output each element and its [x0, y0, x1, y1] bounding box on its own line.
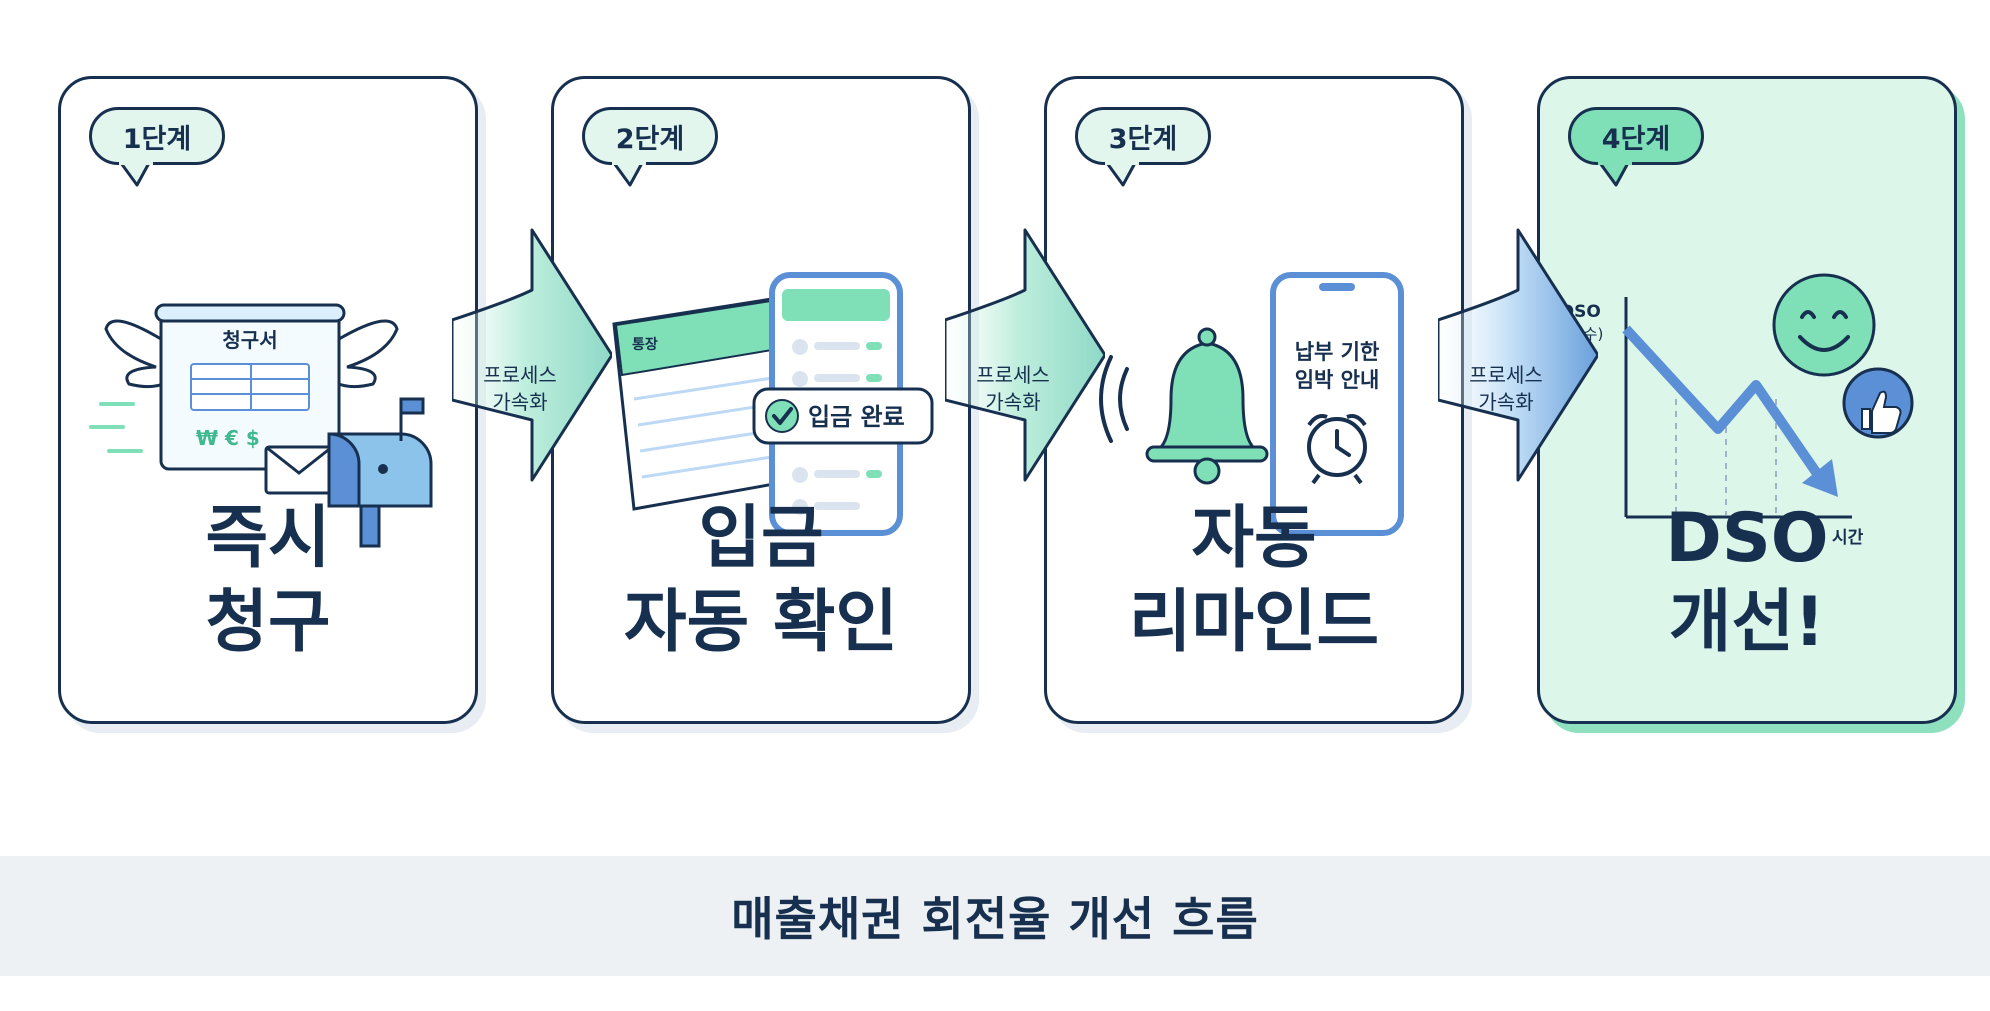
- process-arrow-1: [452, 228, 612, 482]
- chart-xlabel: 시간: [1832, 528, 1864, 548]
- process-arrow-3: [1438, 228, 1598, 482]
- reminder-text-line1: 납부 기한: [1295, 340, 1380, 364]
- process-arrow-label-line1: 프로세스: [976, 363, 1050, 387]
- stage-badge: 3단계: [1075, 107, 1211, 165]
- currency-symbols: ₩ € $: [196, 426, 260, 450]
- check-icon: [765, 399, 799, 433]
- speech-bubble-tail: [119, 161, 153, 187]
- process-arrow-label: 프로세스 가속화: [1446, 362, 1566, 416]
- payment-complete-notification: 입금 완료: [752, 387, 934, 445]
- thumbs-up-icon: [1842, 367, 1914, 439]
- process-arrow-label: 프로세스 가속화: [953, 362, 1073, 416]
- stage-card-3: 3단계 납부 기한: [1044, 76, 1464, 724]
- bankbook-label: 통장: [632, 336, 658, 353]
- process-arrow-label-line2: 가속화: [985, 390, 1041, 414]
- stage-title-line1: DSO: [1665, 499, 1829, 578]
- payment-check-illustration: 통장: [612, 272, 934, 536]
- stage-badge: 4단계: [1568, 107, 1704, 165]
- process-arrow-label-line1: 프로세스: [483, 363, 557, 387]
- alarm-clock-icon: [1307, 414, 1367, 485]
- stage-title-line2: 자동 확인: [624, 583, 898, 662]
- stage-title: 입금 자동 확인: [554, 497, 968, 665]
- process-arrow-label-line1: 프로세스: [1469, 363, 1543, 387]
- decreasing-chart-icon: [1622, 297, 1852, 519]
- stage-badge: 2단계: [582, 107, 718, 165]
- stage-title: 자동 리마인드: [1047, 497, 1461, 665]
- stage-title-line1: 즉시: [205, 499, 331, 578]
- flying-invoice-icon: 청구서 ₩ € $: [154, 303, 346, 471]
- mailbox-icon: [327, 397, 433, 548]
- speech-bubble-tail: [1105, 161, 1139, 187]
- stage-badge: 1단계: [89, 107, 225, 165]
- wings-icon: [104, 319, 399, 389]
- bankbook-icon: 통장: [612, 295, 804, 511]
- stage-card-4: 4단계 DSO (일수) 시간: [1537, 76, 1957, 724]
- dso-improvement-illustration: DSO (일수) 시간: [1560, 273, 1914, 548]
- smiley-icon: [1772, 273, 1876, 377]
- stage-title-line2: 개선!: [1668, 583, 1826, 662]
- notification-text: 입금 완료: [808, 403, 905, 431]
- process-arrow-label-line2: 가속화: [492, 390, 548, 414]
- process-arrow-label-line2: 가속화: [1478, 390, 1534, 414]
- stage-card-2: 2단계 통장: [551, 76, 971, 724]
- instant-invoice-illustration: 청구서 ₩ € $: [89, 303, 433, 548]
- stage-title-line2: 리마인드: [1128, 583, 1380, 662]
- flow-title: 매출채권 회전율 개선 흐름: [731, 892, 1259, 946]
- stage-title-line2: 청구: [205, 583, 331, 662]
- invoice-label: 청구서: [222, 328, 277, 352]
- speed-lines-icon: [89, 402, 143, 453]
- stage-title-line1: 자동: [1191, 499, 1317, 578]
- stage-title: 즉시 청구: [61, 497, 475, 665]
- reminder-text-line2: 임박 안내: [1295, 368, 1380, 392]
- auto-reminder-illustration: 납부 기한 임박 안내: [1099, 272, 1404, 536]
- smartphone-icon: 납부 기한 임박 안내: [1270, 272, 1404, 536]
- speech-bubble-tail: [1598, 161, 1632, 187]
- footer-banner: 매출채권 회전율 개선 흐름: [0, 856, 1990, 976]
- speech-bubble-tail: [612, 161, 646, 187]
- stage-title: DSO 개선!: [1540, 497, 1954, 665]
- envelope-icon: [264, 445, 334, 495]
- process-arrow-label: 프로세스 가속화: [460, 362, 580, 416]
- stage-card-1: 1단계 청구서: [58, 76, 478, 724]
- stage-title-line1: 입금: [698, 499, 824, 578]
- process-arrow-2: [945, 228, 1105, 482]
